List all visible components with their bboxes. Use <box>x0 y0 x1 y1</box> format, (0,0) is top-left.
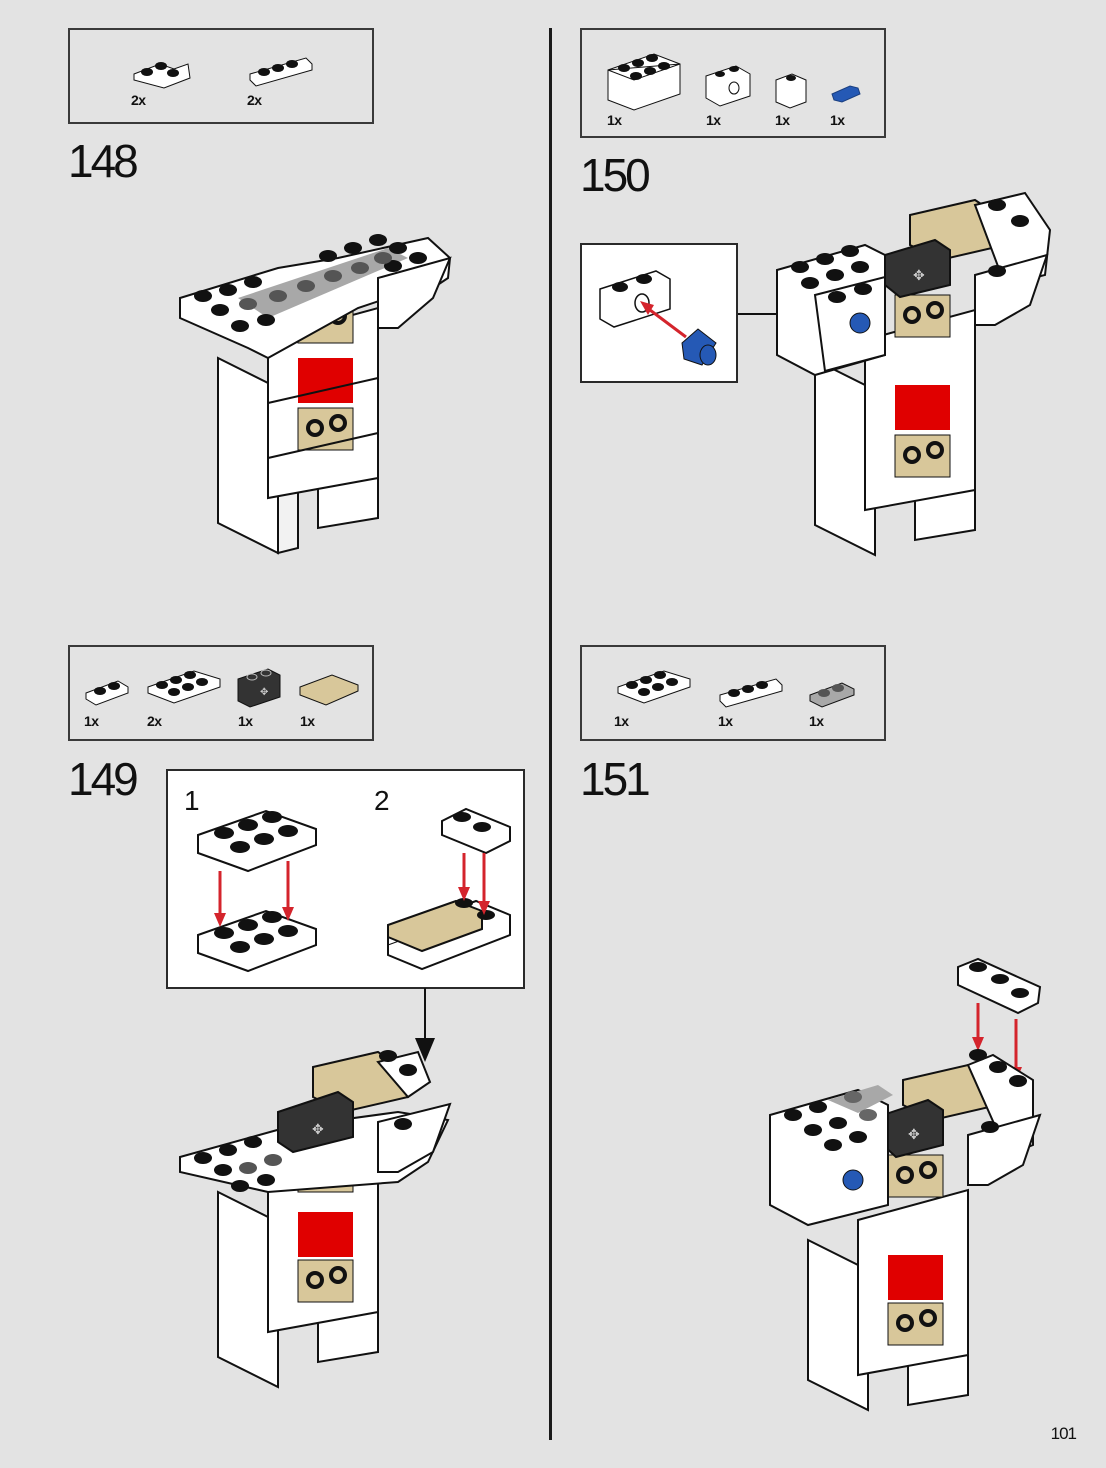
parts-list-151: 1x 1x 1x <box>580 645 886 741</box>
page-number: 101 <box>1050 1424 1077 1443</box>
part-plate-1x2-icon <box>85 680 129 706</box>
part-qty: 1x <box>238 713 253 729</box>
part-plate-2x3-icon <box>147 670 221 704</box>
part-blue-pin-icon <box>831 85 861 103</box>
part-plate-2x3-icon <box>617 670 691 704</box>
part-qty: 1x <box>809 713 824 729</box>
parts-list-150: 1x 1x 1x 1x <box>580 28 886 138</box>
model-illustration-149: ✥ <box>179 1050 452 1389</box>
part-qty: 1x <box>607 112 622 128</box>
svg-text:✥: ✥ <box>913 267 925 283</box>
part-technic-brick-dark-icon: ✥ <box>237 668 281 708</box>
part-qty: 2x <box>147 713 162 729</box>
part-corner-plate-icon <box>133 62 191 89</box>
pin-insert-illustration <box>599 270 717 366</box>
sub-assembly-callout-150 <box>580 243 738 383</box>
svg-text:✥: ✥ <box>908 1126 920 1142</box>
part-qty: 1x <box>706 112 721 128</box>
part-qty: 1x <box>84 713 99 729</box>
model-illustration-148 <box>179 234 452 555</box>
parts-list-149: 1x 2x ✥ 1x 1x <box>68 645 374 741</box>
step-number-148: 148 <box>68 135 139 187</box>
sub-step-1-illustration <box>197 809 317 973</box>
part-brick-2x3-icon <box>607 53 681 111</box>
svg-text:✥: ✥ <box>260 687 268 698</box>
part-qty: 2x <box>247 92 262 108</box>
part-technic-brick-white-icon <box>705 65 751 107</box>
sub-step-label: 1 <box>184 785 200 816</box>
sub-step-2-illustration <box>387 807 511 971</box>
step-number-149: 149 <box>68 753 139 805</box>
part-qty: 1x <box>718 713 733 729</box>
sub-step-label: 2 <box>374 785 390 816</box>
step-number-151: 151 <box>580 753 651 805</box>
part-plate-1x3-icon <box>719 678 783 708</box>
parts-list-148: 2x 2x <box>68 28 374 124</box>
model-illustration-151: ✥ <box>769 957 1042 1412</box>
sub-assembly-callout-149: 1 2 <box>166 769 525 989</box>
part-grey-plate-1x2-icon <box>809 682 855 708</box>
part-qty: 1x <box>830 112 845 128</box>
part-plate-1x3-icon <box>249 57 313 87</box>
part-brick-1x1-icon <box>775 73 807 109</box>
svg-text:✥: ✥ <box>312 1121 324 1137</box>
model-illustration-150: ✥ <box>776 191 1052 557</box>
part-tan-tile-icon <box>299 674 359 706</box>
part-qty: 2x <box>131 92 146 108</box>
step-number-150: 150 <box>580 149 651 201</box>
part-qty: 1x <box>614 713 629 729</box>
page-divider <box>549 28 552 1440</box>
callout-arrow <box>415 988 435 1062</box>
part-qty: 1x <box>775 112 790 128</box>
part-qty: 1x <box>300 713 315 729</box>
